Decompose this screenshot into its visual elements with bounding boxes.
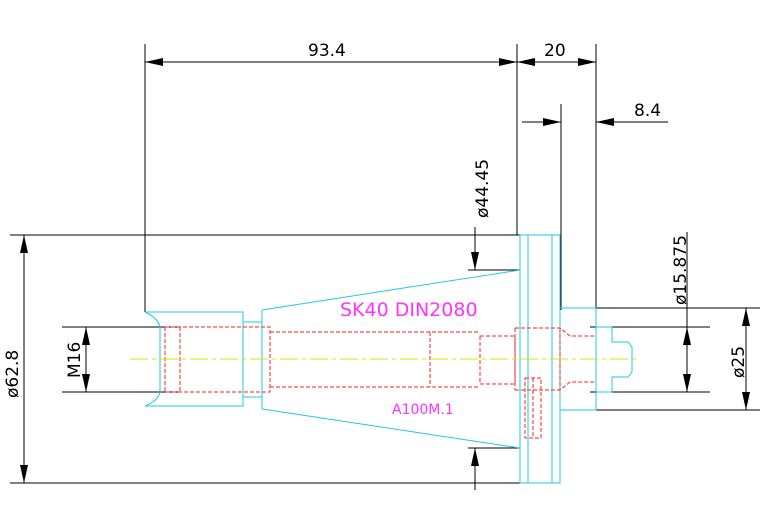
dim-thread: M16: [65, 342, 85, 378]
dim-flange-width: 20: [544, 41, 566, 61]
dim-overall-length: 93.4: [308, 41, 346, 61]
dim-flange-diameter: ø62.8: [3, 350, 23, 398]
dim-pilot-diameter: ø25: [729, 346, 749, 378]
dim-shank-end: 8.4: [634, 101, 661, 121]
part-title: SK40 DIN2080: [340, 299, 478, 321]
part-number: A100M.1: [392, 402, 454, 418]
dim-taper-diameter: ø44.45: [473, 159, 493, 218]
dimension-lines: [10, 44, 760, 490]
hidden-lines: [164, 326, 596, 439]
dim-shank-diameter: ø15.875: [671, 235, 691, 305]
